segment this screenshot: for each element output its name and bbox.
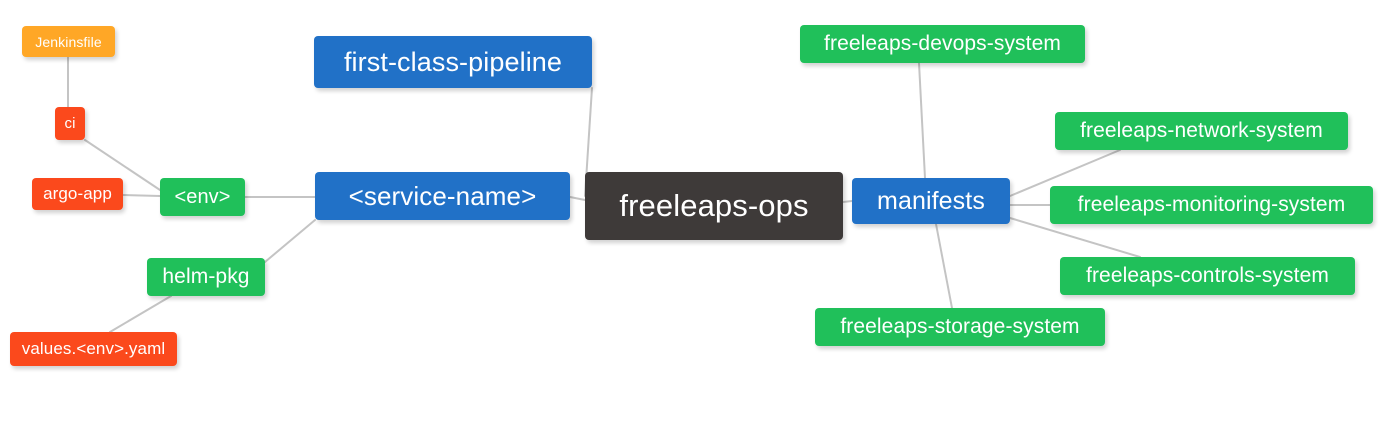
mindmap-node-freeleaps-monitoring-system[interactable]: freeleaps-monitoring-system [1050, 186, 1373, 224]
edge-manifests-to-freeleaps-devops-system [918, 62, 926, 179]
mindmap-node-freeleaps-controls-system[interactable]: freeleaps-controls-system [1060, 257, 1355, 295]
edge-manifests-to-freeleaps-storage-system [935, 223, 953, 309]
mindmap-node-freeleaps-devops-system[interactable]: freeleaps-devops-system [800, 25, 1085, 63]
mindmap-node-freeleaps-network-system[interactable]: freeleaps-network-system [1055, 112, 1348, 150]
edge-freeleaps-ops-to-service-name [569, 196, 586, 201]
edge-env-to-argo-app [122, 194, 161, 197]
mindmap-node-ci[interactable]: ci [55, 107, 85, 140]
edge-helm-pkg-to-values-env-yaml [109, 295, 172, 333]
mindmap-node-service-name[interactable]: <service-name> [315, 172, 570, 220]
mindmap-node-manifests[interactable]: manifests [852, 178, 1010, 224]
mindmap-node-env[interactable]: <env> [160, 178, 245, 216]
edge-service-name-to-helm-pkg [264, 219, 316, 263]
mindmap-node-values-env-yaml[interactable]: values.<env>.yaml [10, 332, 177, 366]
mindmap-node-freeleaps-ops[interactable]: freeleaps-ops [585, 172, 843, 240]
mindmap-node-argo-app[interactable]: argo-app [32, 178, 123, 210]
mindmap-node-helm-pkg[interactable]: helm-pkg [147, 258, 265, 296]
mindmap-node-first-class-pipeline[interactable]: first-class-pipeline [314, 36, 592, 88]
mindmap-node-freeleaps-storage-system[interactable]: freeleaps-storage-system [815, 308, 1105, 346]
edge-freeleaps-ops-to-manifests [842, 200, 853, 203]
mindmap-node-jenkinsfile[interactable]: Jenkinsfile [22, 26, 115, 57]
